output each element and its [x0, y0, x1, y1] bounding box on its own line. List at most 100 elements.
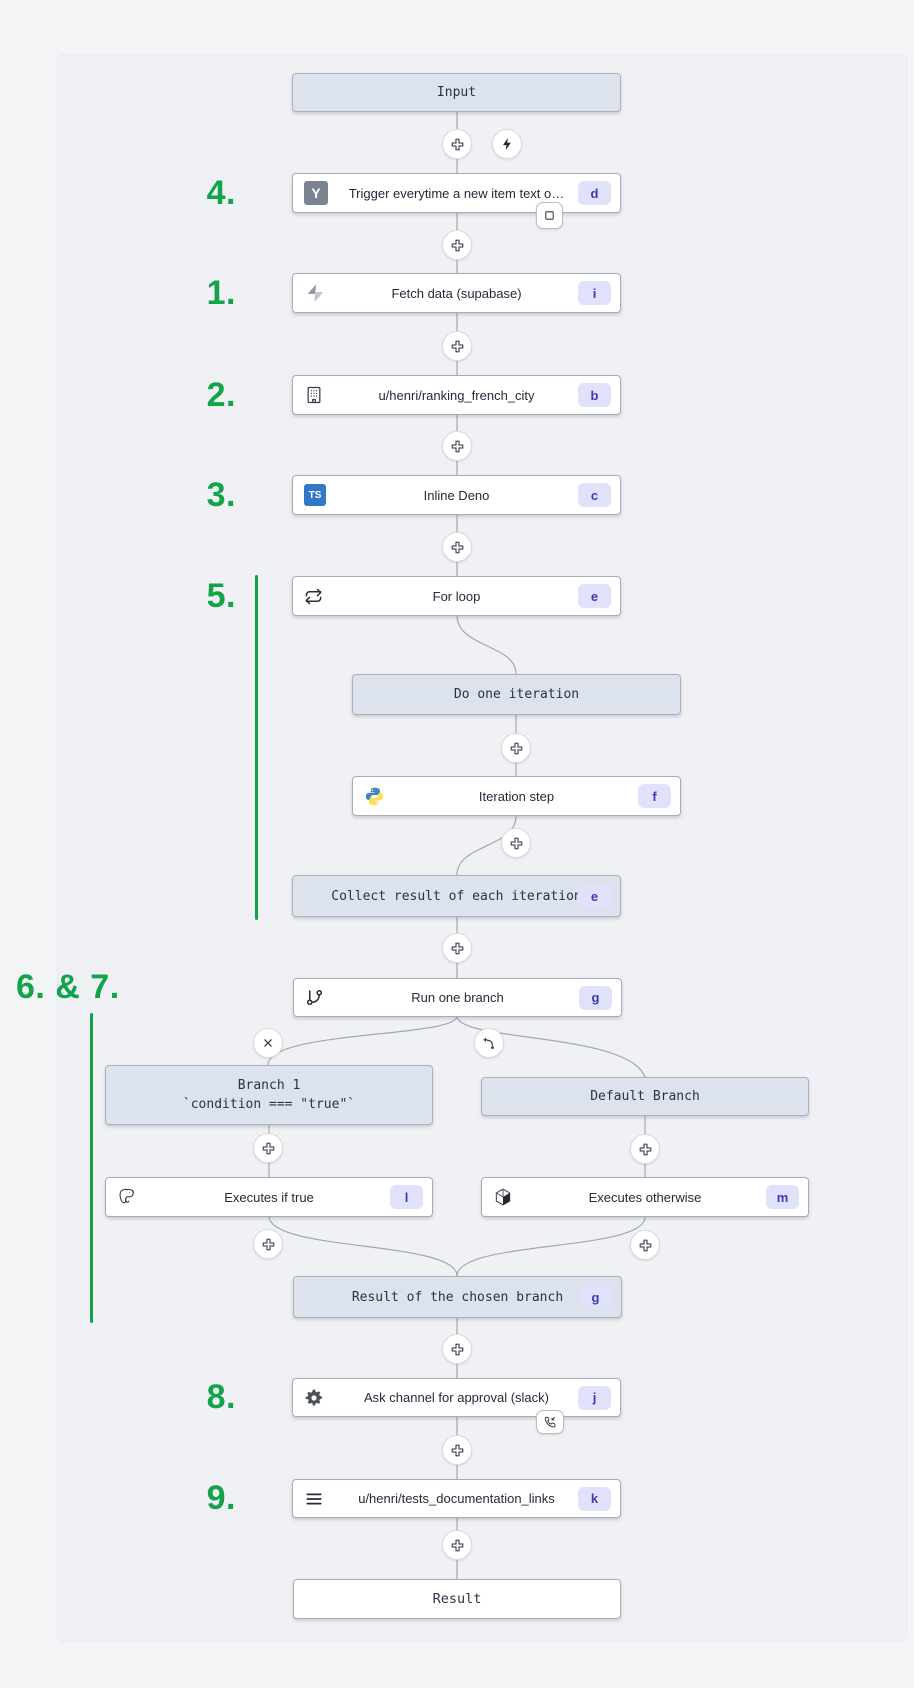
remove-branch-button[interactable]: [253, 1028, 283, 1058]
plus-icon: [451, 440, 463, 452]
node-label: Collect result of each iteration: [331, 888, 582, 904]
plus-icon: [451, 942, 463, 954]
step-id-badge: i: [578, 281, 611, 305]
postgresql-icon: [117, 1187, 137, 1207]
stop-square-icon: [545, 211, 554, 220]
plus-icon: [510, 742, 522, 754]
add-branch-button[interactable]: [474, 1028, 504, 1058]
insert-step-button[interactable]: [253, 1133, 283, 1163]
branch-add-icon: [483, 1037, 494, 1049]
annotation-step-4: 4.: [206, 174, 236, 212]
plus-icon: [639, 1239, 651, 1251]
flow-step-slack-approval[interactable]: Ask channel for approval (slack) j: [292, 1378, 621, 1417]
flow-step-iteration-step[interactable]: Iteration step f: [352, 776, 681, 816]
node-label: Input: [436, 85, 477, 100]
node-label: Ask channel for approval (slack): [364, 1390, 549, 1405]
node-label: Fetch data (supabase): [391, 285, 522, 301]
branch-condition: `condition === "true"`: [182, 1097, 356, 1112]
annotation-step-3: 3.: [206, 476, 236, 514]
plus-icon: [451, 239, 463, 251]
node-label: Iteration step: [478, 788, 555, 804]
step-id-badge: l: [390, 1185, 423, 1209]
flow-step-trigger[interactable]: Y Trigger everytime a new item text o… d: [292, 173, 621, 213]
insert-step-button[interactable]: [442, 1530, 472, 1560]
insert-step-button[interactable]: [442, 331, 472, 361]
flow-chosen-branch-result-node[interactable]: Result of the chosen branch g: [293, 1276, 622, 1318]
early-stop-indicator[interactable]: [536, 202, 563, 229]
menu-lines-icon: [304, 1489, 324, 1509]
cube-icon: [493, 1187, 513, 1207]
insert-step-button[interactable]: [442, 1435, 472, 1465]
plus-icon: [262, 1238, 274, 1250]
trigger-lightning-button[interactable]: [492, 129, 522, 159]
node-label: Do one iteration: [453, 687, 580, 702]
suspend-approval-indicator[interactable]: [536, 1410, 564, 1434]
insert-step-button[interactable]: [501, 828, 531, 858]
insert-step-button[interactable]: [253, 1229, 283, 1259]
supabase-bolt-icon: [304, 282, 326, 304]
insert-step-button[interactable]: [442, 230, 472, 260]
annotation-line-5: [255, 575, 258, 920]
step-id-badge: j: [578, 1385, 611, 1410]
flow-step-for-loop[interactable]: For loop e: [292, 576, 621, 616]
insert-step-button[interactable]: [442, 933, 472, 963]
step-id-badge: c: [578, 483, 611, 507]
flow-collect-result-node[interactable]: Collect result of each iteration e: [292, 875, 621, 917]
repeat-icon: [304, 587, 323, 606]
node-label: Result: [432, 1591, 482, 1607]
annotation-step-2: 2.: [206, 376, 236, 414]
flow-result-node[interactable]: Result: [293, 1579, 621, 1619]
flow-step-fetch-data[interactable]: Fetch data (supabase) i: [292, 273, 621, 313]
flow-do-one-iteration-node[interactable]: Do one iteration: [352, 674, 681, 715]
flow-step-executes-if-true[interactable]: Executes if true l: [105, 1177, 433, 1217]
annotation-step-8: 8.: [206, 1378, 236, 1416]
close-icon: [264, 1039, 272, 1047]
node-label: For loop: [432, 588, 481, 604]
plus-icon: [451, 541, 463, 553]
insert-step-button[interactable]: [630, 1134, 660, 1164]
lightning-icon: [503, 138, 511, 151]
step-id-badge: e: [578, 584, 611, 608]
plus-icon: [451, 1539, 463, 1551]
git-branch-icon: [305, 988, 324, 1007]
step-id-badge: e: [578, 884, 611, 908]
flow-input-node[interactable]: Input: [292, 73, 621, 112]
insert-step-button[interactable]: [501, 733, 531, 763]
step-id-badge: k: [578, 1486, 611, 1511]
plus-icon: [451, 138, 463, 150]
typescript-icon: TS: [304, 484, 326, 506]
flow-branch-1-node[interactable]: Branch 1 `condition === "true"`: [105, 1065, 433, 1125]
node-label: Result of the chosen branch: [351, 1289, 564, 1305]
node-label: u/henri/tests_documentation_links: [358, 1491, 555, 1506]
insert-step-button[interactable]: [442, 431, 472, 461]
node-label: Run one branch: [411, 990, 504, 1005]
plus-icon: [639, 1143, 651, 1155]
annotation-step-1: 1.: [206, 274, 236, 312]
insert-step-button[interactable]: [442, 129, 472, 159]
flow-step-run-one-branch[interactable]: Run one branch g: [293, 978, 622, 1017]
insert-step-button[interactable]: [442, 532, 472, 562]
flow-step-tests-documentation-links[interactable]: u/henri/tests_documentation_links k: [292, 1479, 621, 1518]
node-label: Executes if true: [224, 1189, 314, 1205]
plus-icon: [510, 837, 522, 849]
step-id-badge: b: [578, 383, 611, 407]
plus-icon: [451, 340, 463, 352]
flow-default-branch-node[interactable]: Default Branch: [481, 1077, 809, 1116]
python-icon: [364, 786, 385, 807]
node-label: Executes otherwise: [588, 1189, 702, 1205]
annotation-step-5: 5.: [206, 577, 236, 615]
step-id-badge: d: [578, 181, 611, 205]
flow-step-executes-otherwise[interactable]: Executes otherwise m: [481, 1177, 809, 1217]
insert-step-button[interactable]: [442, 1334, 472, 1364]
plus-icon: [262, 1142, 274, 1154]
step-id-badge: f: [638, 784, 671, 808]
step-id-badge: g: [579, 985, 612, 1010]
flow-step-inline-deno[interactable]: TS Inline Deno c: [292, 475, 621, 515]
branch-title: Branch 1: [237, 1078, 301, 1093]
node-label: Default Branch: [590, 1089, 700, 1104]
node-label: Trigger everytime a new item text o…: [348, 185, 565, 201]
flow-step-ranking-french-city[interactable]: u/henri/ranking_french_city b: [292, 375, 621, 415]
insert-step-button[interactable]: [630, 1230, 660, 1260]
building-icon: [304, 385, 324, 405]
hackernews-y-icon: Y: [304, 181, 328, 205]
